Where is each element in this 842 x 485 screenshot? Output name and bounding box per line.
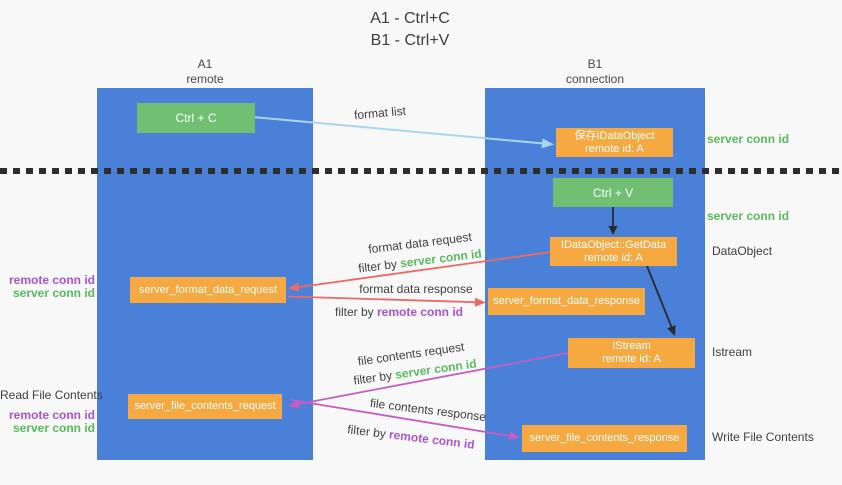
ctrl-c-node: Ctrl + C: [137, 103, 255, 133]
remote-conn-id-highlight: remote conn id: [388, 427, 476, 452]
column-a1-name: A1: [197, 57, 213, 71]
server-conn-id-label-left-2: server conn id: [12, 421, 95, 435]
read-file-contents-label: Read File Contents: [0, 388, 103, 402]
server-format-data-response-label: server_format_data_response: [493, 295, 640, 307]
istream-line2: remote id: A: [602, 353, 661, 365]
column-header-b1: B1 connection: [485, 57, 705, 87]
istream-side-label: Istream: [712, 345, 753, 359]
column-b1-name: B1: [587, 57, 603, 71]
file-conn-id-group: remote conn id server conn id: [0, 409, 95, 435]
format-conn-id-group: remote conn id server conn id: [0, 274, 95, 300]
filter-by-prefix: filter by: [346, 422, 391, 442]
getdata-line1: IDataObject::GetData: [560, 238, 667, 251]
ctrl-v-node: Ctrl + V: [553, 178, 673, 207]
filter-by-remote-conn-id-label-2: filter by remote conn id: [347, 422, 476, 451]
save-dataobject-line1: 保存IDataObject: [574, 129, 655, 142]
istream-line1: IStream: [612, 340, 651, 352]
remote-conn-id-highlight: remote conn id: [377, 305, 464, 319]
server-conn-id-label-mid: server conn id: [707, 209, 790, 223]
column-header-a1: A1 remote: [97, 57, 313, 87]
save-dataobject-line2: remote id: A: [585, 142, 644, 155]
ctrl-c-label: Ctrl + C: [175, 111, 217, 125]
diagram-title: A1 - Ctrl+C B1 - Ctrl+V: [0, 8, 820, 52]
dataobject-label: DataObject: [712, 244, 773, 258]
istream-node: IStream remote id: A: [568, 338, 695, 368]
dotted-separator-line: [0, 168, 842, 174]
server-file-contents-response-label: server_file_contents_response: [529, 432, 680, 444]
column-b1-subtitle: connection: [565, 72, 625, 86]
server-format-data-request-node: server_format_data_request: [130, 277, 286, 303]
filter-by-remote-conn-id-label-1: filter by remote conn id: [335, 305, 463, 319]
getdata-node: IDataObject::GetData remote id: A: [550, 237, 677, 266]
filter-by-prefix: filter by: [352, 367, 397, 388]
ctrl-v-label: Ctrl + V: [592, 185, 634, 200]
title-line-1: A1 - Ctrl+C: [370, 10, 450, 27]
column-a1-subtitle: remote: [186, 72, 224, 86]
format-list-label: format list: [353, 103, 407, 123]
file-contents-response-label: file contents response: [369, 395, 487, 425]
server-format-data-request-label: server_format_data_request: [138, 283, 278, 296]
server-file-contents-request-node: server_file_contents_request: [128, 394, 282, 419]
server-conn-id-label-top: server conn id: [707, 132, 790, 146]
getdata-line2: remote id: A: [584, 251, 643, 264]
server-format-data-response-node: server_format_data_response: [488, 288, 645, 315]
format-data-response-label: format data response: [359, 282, 473, 296]
filter-by-prefix: filter by: [334, 305, 377, 319]
title-line-2: B1 - Ctrl+V: [370, 32, 450, 49]
filter-by-prefix: filter by: [357, 256, 401, 276]
server-file-contents-request-label: server_file_contents_request: [134, 400, 276, 412]
save-dataobject-node: 保存IDataObject remote id: A: [556, 128, 673, 157]
remote-conn-id-label-1: remote conn id: [8, 273, 95, 287]
remote-conn-id-label-2: remote conn id: [8, 408, 95, 422]
server-file-contents-response-node: server_file_contents_response: [522, 425, 687, 452]
arrow-line: [287, 295, 476, 304]
write-file-contents-label: Write File Contents: [712, 430, 814, 444]
server-conn-id-label-left-1: server conn id: [12, 286, 95, 300]
